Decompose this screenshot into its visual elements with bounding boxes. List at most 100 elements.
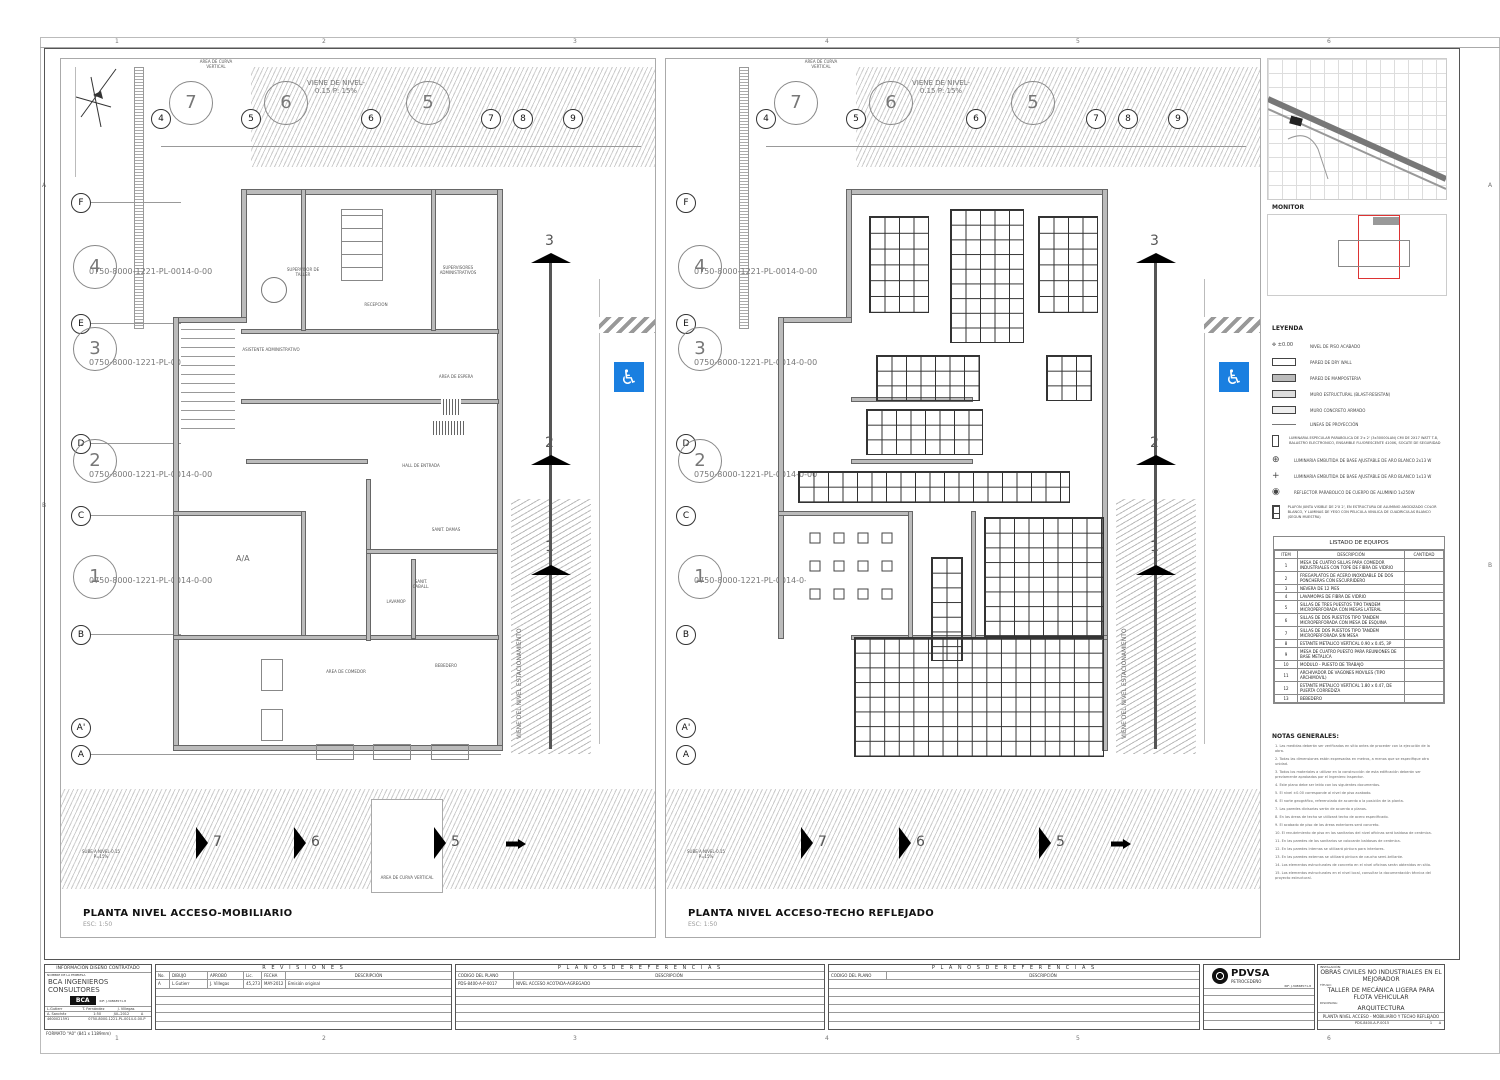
flow-arrow-7 (801, 827, 813, 859)
exit-arrow-icon (1111, 839, 1131, 849)
grid-col-9[interactable]: 9 (563, 109, 583, 129)
section-2-bubble[interactable]: 2 (678, 439, 722, 483)
location-map[interactable] (1267, 58, 1447, 200)
section-1-bubble[interactable]: 1 (678, 555, 722, 599)
contractor-rif: RIF: J-30868571-8 (99, 998, 127, 1003)
grid-row-f[interactable]: F (676, 193, 696, 213)
grid-col-4[interactable]: 4 (151, 109, 171, 129)
grid-col-6[interactable]: 6 (361, 109, 381, 129)
grid-row-b[interactable]: B (676, 625, 696, 645)
grid-row-c[interactable]: C (71, 506, 91, 526)
general-notes: 1. Las medidas deberán ser verificadas e… (1275, 744, 1435, 884)
room-label: SUPERVISOR DE TALLER (286, 267, 320, 277)
room-label: RECEPCION (364, 302, 388, 307)
ceiling-grid (950, 209, 1024, 343)
section-2-bubble[interactable]: 2 (73, 439, 117, 483)
ruler-row-b-right: B (1488, 562, 1493, 569)
wall (241, 329, 499, 334)
contrato: 4600021591 (47, 1017, 70, 1021)
grid-col-7[interactable]: 7 (1086, 109, 1106, 129)
grid-col-7[interactable]: 7 (481, 109, 501, 129)
grid-col-8[interactable]: 8 (513, 109, 533, 129)
section-3-bubble[interactable]: 3 (73, 327, 117, 371)
bca-logo: BCA (69, 996, 96, 1005)
ruler-col-5: 5 (1076, 38, 1080, 45)
ruler-col-3: 3 (573, 38, 577, 45)
ceiling-grid (1038, 216, 1098, 313)
section-marker-7[interactable]: 7 (169, 81, 213, 125)
section-marker-5[interactable]: 5 (1011, 81, 1055, 125)
grid-line-c (91, 515, 181, 516)
projection-line-icon (1272, 423, 1296, 425)
ruler-bot-1: 1 (115, 1035, 119, 1042)
ceiling-grid (1046, 355, 1092, 401)
section-3-bubble[interactable]: 3 (678, 327, 722, 371)
flow-number: 7 (818, 834, 827, 850)
grid-col-6[interactable]: 6 (966, 109, 986, 129)
legend-item: ⊕LUMINARIA EMBUTIDA DE BASE AJUSTABLE DE… (1272, 455, 1432, 465)
grid-col-5[interactable]: 5 (846, 109, 866, 129)
wall-west (778, 317, 784, 639)
wall-east (497, 189, 503, 751)
section-4-code: 0750-8000-1221-PL-0014-0-00 (694, 267, 818, 276)
flow-number: 6 (311, 834, 320, 850)
hazard-stripes (1204, 317, 1260, 333)
grid-row-c[interactable]: C (676, 506, 696, 526)
section-4-bubble[interactable]: 4 (73, 245, 117, 289)
notes-title: NOTAS GENERALES: (1272, 733, 1339, 740)
grid-row-a-prime[interactable]: A' (676, 718, 696, 738)
luminaire-1x13-icon: + (1272, 471, 1280, 481)
references-header: P L A N O S D E R E F E R E N C I A S (829, 965, 1199, 972)
room-label: SANIT. DAMAS (431, 527, 461, 532)
section-4-code: 0750-8000-1221-PL-0014-0-00 (89, 267, 213, 276)
ramp-hatch-bottom (666, 789, 1260, 889)
monitor-label: MONITOR (1272, 204, 1305, 211)
section-marker-6[interactable]: 6 (264, 81, 308, 125)
section-1-bubble[interactable]: 1 (73, 555, 117, 599)
grid-row-a[interactable]: A (676, 745, 696, 765)
grid-row-f[interactable]: F (71, 193, 91, 213)
ceiling-grid-icon (1272, 505, 1280, 519)
plan-techo-viewport[interactable]: AREA DE CURVA VERTICAL VIENE DE NIVEL-0.… (665, 58, 1261, 938)
legend-item: PARED DE MAMPOSTERIA (1272, 370, 1442, 386)
bottom-ruler: 1 2 3 4 5 6 (40, 1035, 1460, 1045)
luminaire-2x13-icon: ⊕ (1272, 455, 1280, 465)
wall (301, 189, 306, 331)
room-label: AREA DE ESPERA (438, 374, 474, 379)
ramp-side-label: VIENE DEL NIVEL ESTACIONAMIENTO (1121, 628, 1128, 739)
section-marker-7[interactable]: 7 (774, 81, 818, 125)
section-2-code: 0750-8000-1221-PL-0014-0-00 (89, 470, 213, 479)
grid-line-d (91, 443, 181, 444)
grid-col-8[interactable]: 8 (1118, 109, 1138, 129)
ramp-divider (549, 259, 552, 749)
legend-item: LINEAS DE PROYECCIÓN (1272, 418, 1442, 430)
plan-mobiliario-viewport[interactable]: AREA DE CURVA VERTICAL VIENE DE NIVEL-0.… (60, 58, 656, 938)
ruler-col-6: 6 (1327, 38, 1331, 45)
company-label: NOMBRE DE LA EMPRESA (47, 973, 86, 977)
section-4-bubble[interactable]: 4 (678, 245, 722, 289)
plan-title: PLANTA NIVEL ACCESO-MOBILIARIO (83, 908, 293, 919)
section-1-code: 0750-8000-1221-PL-0014-0-00 (89, 576, 213, 585)
wall (173, 511, 305, 516)
section-marker-5[interactable]: 5 (406, 81, 450, 125)
grid-col-9[interactable]: 9 (1168, 109, 1188, 129)
ramp-hatch-top (251, 67, 655, 167)
grid-col-5[interactable]: 5 (241, 109, 261, 129)
grid-row-a[interactable]: A (71, 745, 91, 765)
ramp-arrow-2 (1136, 455, 1176, 465)
section-marker-6[interactable]: 6 (869, 81, 913, 125)
grid-row-a-prime[interactable]: A' (71, 718, 91, 738)
monitor-keyplan[interactable] (1267, 214, 1447, 296)
section-2-code: 0750-8000-1221-PL-0014-0-00 (694, 470, 818, 479)
grid-col-4[interactable]: 4 (756, 109, 776, 129)
grid-row-b[interactable]: B (71, 625, 91, 645)
wall (411, 559, 416, 639)
